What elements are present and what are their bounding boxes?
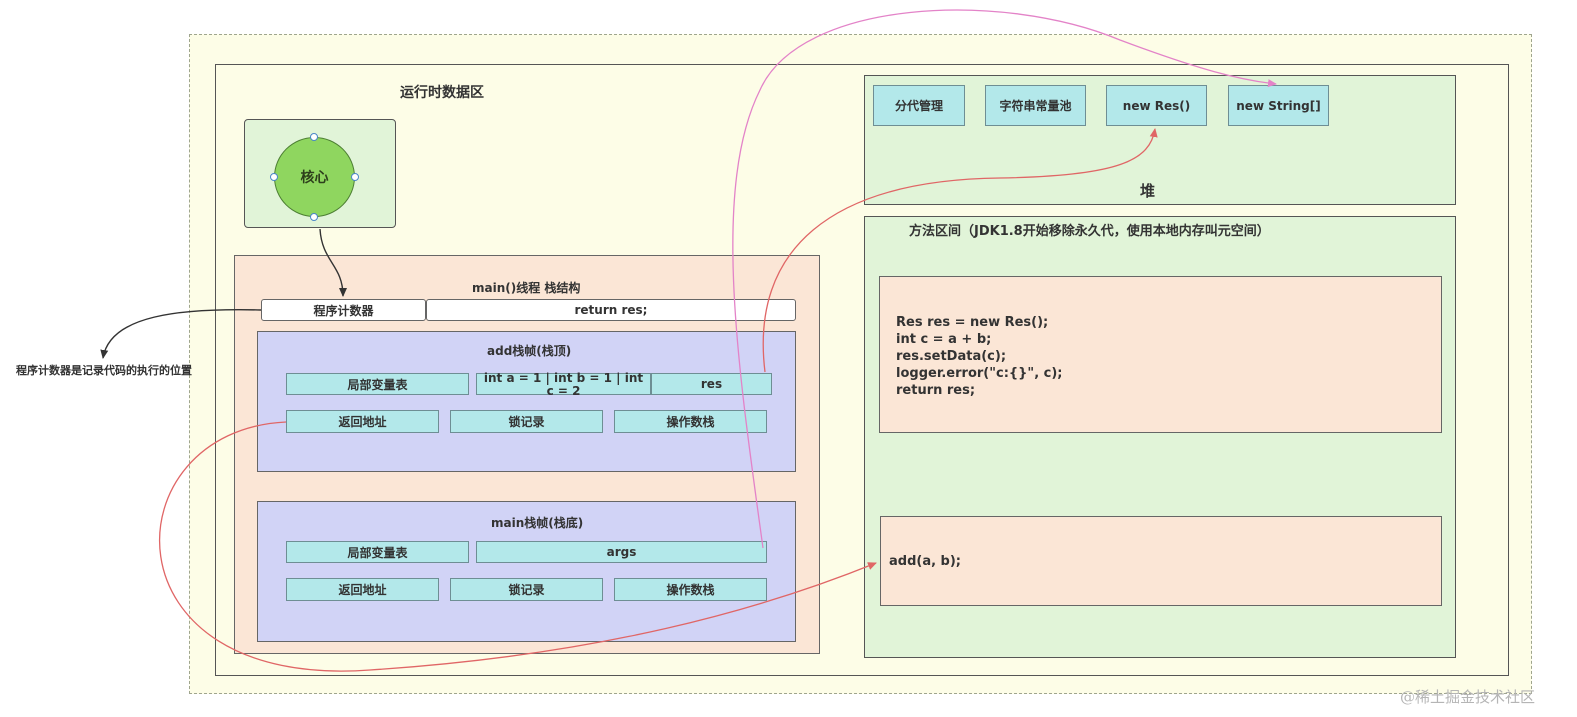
main-args-label: args: [606, 545, 637, 559]
add-operand-stack[interactable]: 操作数栈: [614, 410, 767, 433]
add-return-addr[interactable]: 返回地址: [286, 410, 439, 433]
heap-item-string-pool[interactable]: 字符串常量池: [985, 85, 1086, 126]
code-line: logger.error("c:{}", c);: [896, 366, 1063, 381]
main-args[interactable]: args: [476, 541, 767, 563]
add-local-vars[interactable]: 局部变量表: [286, 373, 469, 395]
pc-register[interactable]: 程序计数器: [261, 299, 426, 321]
main-return-addr[interactable]: 返回地址: [286, 578, 439, 601]
main-local-vars-label: 局部变量表: [347, 545, 408, 560]
add-operand-stack-label: 操作数栈: [666, 415, 715, 429]
add-local-vars-label: 局部变量表: [347, 377, 408, 392]
heap-item-generational[interactable]: 分代管理: [873, 85, 965, 126]
method-call-label: add(a, b);: [889, 553, 962, 569]
core-handle-top[interactable]: [310, 133, 318, 141]
add-res[interactable]: res: [651, 373, 772, 395]
main-operand-stack[interactable]: 操作数栈: [614, 578, 767, 601]
add-frame-title: add栈帧(栈顶): [487, 344, 572, 358]
heap-item-new-string-label: new String[]: [1236, 98, 1321, 113]
heap-item-new-res-label: new Res(): [1122, 98, 1191, 113]
method-area-title: 方法区间（JDK1.8开始移除永久代，使用本地内存叫元空间）: [909, 224, 1270, 239]
runtime-data-area-title: 运行时数据区: [400, 85, 484, 101]
heap-item-new-res[interactable]: new Res(): [1106, 85, 1207, 126]
heap-item-generational-label: 分代管理: [894, 99, 943, 113]
code-line: int c = a + b;: [896, 332, 992, 347]
main-operand-stack-label: 操作数栈: [666, 583, 715, 597]
main-frame-title: main栈帧(栈底): [491, 516, 584, 530]
code-line: res.setData(c);: [896, 349, 1007, 364]
main-lock-record-label: 锁记录: [508, 583, 545, 597]
return-res[interactable]: return res;: [426, 299, 796, 321]
core-label: 核心: [300, 170, 329, 186]
main-local-vars[interactable]: 局部变量表: [286, 541, 469, 563]
add-lock-record-label: 锁记录: [508, 415, 545, 429]
heap-item-new-string[interactable]: new String[]: [1228, 85, 1329, 126]
method-code-block[interactable]: Res res = new Res(); int c = a + b; res.…: [879, 276, 1442, 433]
pc-register-label: 程序计数器: [313, 303, 374, 318]
core-handle-bottom[interactable]: [310, 213, 318, 221]
main-lock-record[interactable]: 锁记录: [450, 578, 603, 601]
heap-title: 堆: [1140, 182, 1156, 200]
main-return-addr-label: 返回地址: [338, 583, 387, 597]
thread-stack-title: main()线程 栈结构: [472, 281, 581, 295]
add-lock-record[interactable]: 锁记录: [450, 410, 603, 433]
add-vars-value[interactable]: int a = 1 | int b = 1 | int c = 2: [476, 371, 651, 398]
add-res-label: res: [700, 377, 723, 391]
pc-note: 程序计数器是记录代码的执行的位置: [16, 364, 192, 377]
code-line: return res;: [896, 383, 976, 398]
return-res-label: return res;: [574, 303, 648, 317]
core-circle[interactable]: 核心: [274, 137, 355, 217]
method-call-block[interactable]: add(a, b);: [880, 516, 1442, 606]
watermark: @稀土掘金技术社区: [1400, 688, 1536, 706]
core-handle-right[interactable]: [351, 173, 359, 181]
heap-item-string-pool-label: 字符串常量池: [999, 99, 1072, 113]
add-vars-value-label: int a = 1 | int b = 1 | int c = 2: [483, 371, 644, 398]
code-line: Res res = new Res();: [896, 315, 1049, 330]
core-handle-left[interactable]: [270, 173, 278, 181]
add-return-addr-label: 返回地址: [338, 415, 387, 429]
